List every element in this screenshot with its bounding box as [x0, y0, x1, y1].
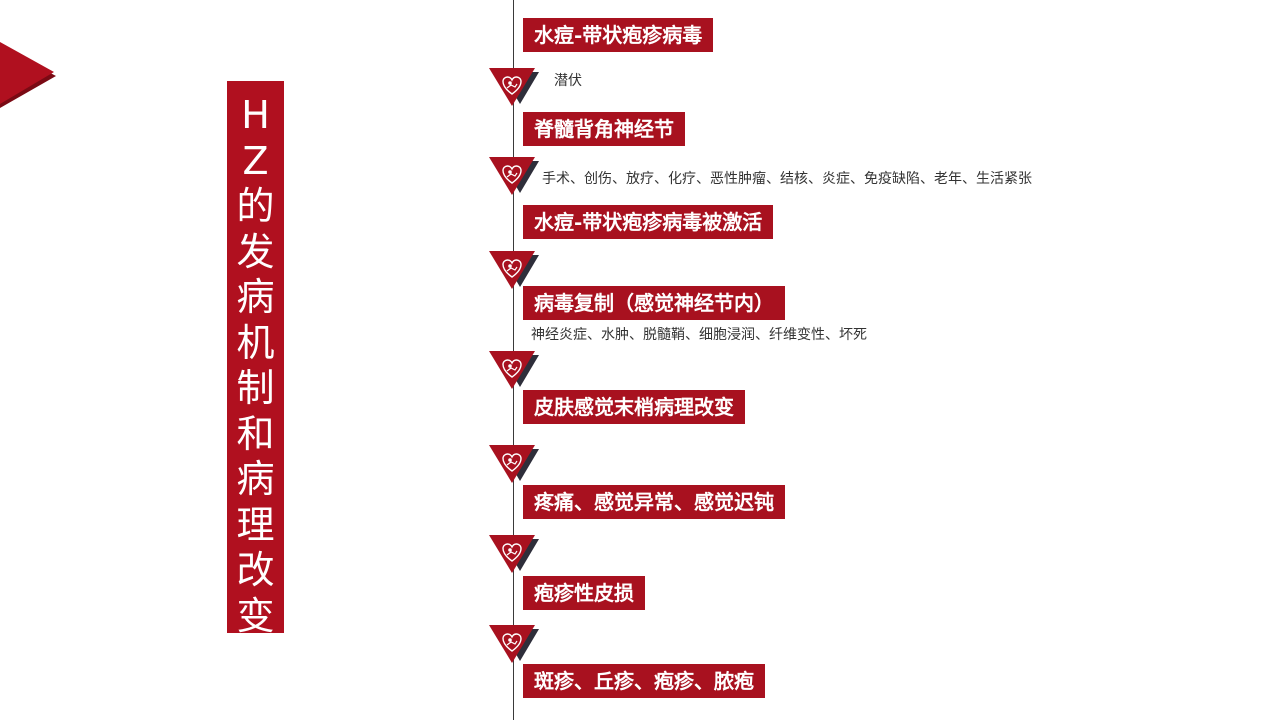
title-char: 病 — [236, 457, 275, 501]
heart-shield-icon — [489, 351, 540, 390]
heart-shield-icon — [489, 445, 540, 484]
title-char: Z — [242, 138, 269, 183]
note-text: 神经炎症、水肿、脱髓鞘、细胞浸润、纤维变性、坏死 — [531, 327, 867, 343]
note-text: 手术、创伤、放疗、化疗、恶性肿瘤、结核、炎症、免疫缺陷、老年、生活紧张 — [542, 171, 1032, 187]
title-char: 病 — [236, 275, 275, 319]
heart-shield-icon — [489, 157, 540, 196]
stage-box: 疼痛、感觉异常、感觉迟钝 — [523, 485, 785, 519]
stage-box: 皮肤感觉末梢病理改变 — [523, 390, 745, 424]
corner-triangle-icon — [0, 42, 56, 108]
heart-shield-icon — [489, 535, 540, 574]
heart-shield-icon — [489, 625, 540, 664]
stage-box: 疱疹性皮损 — [523, 576, 645, 610]
stage-box: 脊髓背角神经节 — [523, 112, 685, 146]
title-char: 机 — [236, 320, 275, 365]
stage-box: 病毒复制（感觉神经节内） — [523, 286, 785, 320]
stage-box: 斑疹、丘疹、疱疹、脓疱 — [523, 664, 765, 698]
title-char: 和 — [236, 411, 275, 456]
vertical-title: H Z 的 发 病 机 制 和 病 理 改 变 — [227, 81, 284, 638]
stage-box: 水痘-带状疱疹病毒被激活 — [523, 205, 774, 239]
note-text: 潜伏 — [554, 73, 582, 89]
title-char: 发 — [236, 229, 275, 274]
title-char: 理 — [236, 502, 275, 547]
title-char: 的 — [236, 184, 275, 228]
title-char: 改 — [236, 548, 275, 592]
heart-shield-icon — [489, 251, 540, 290]
title-char: 制 — [236, 366, 275, 410]
stage-box: 水痘-带状疱疹病毒 — [523, 18, 714, 52]
heart-shield-icon — [489, 68, 540, 107]
title-char: 变 — [236, 593, 275, 638]
title-char: H — [241, 93, 270, 137]
